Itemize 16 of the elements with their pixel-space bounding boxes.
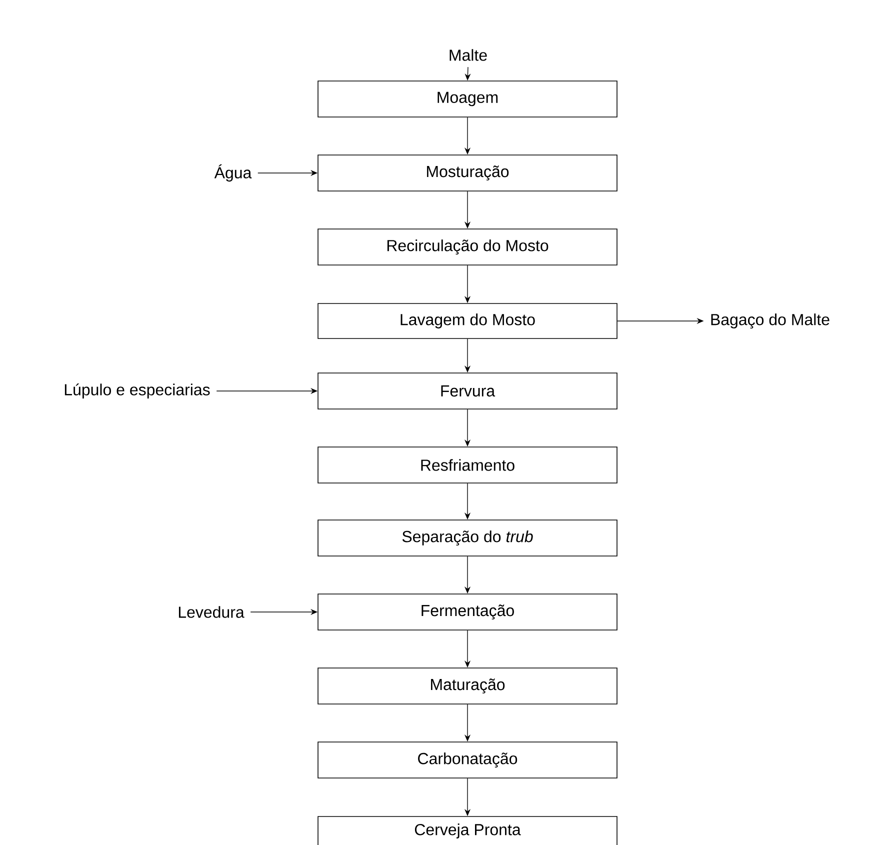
process-box: Cerveja Pronta (318, 816, 618, 845)
process-box: Maturação (318, 668, 618, 704)
process-box: Moagem (318, 80, 618, 118)
input-label: Água (214, 164, 252, 182)
process-box: Resfriamento (318, 446, 618, 484)
process-box: Carbonatação (318, 742, 618, 778)
input-label: Lúpulo e especiarias (64, 383, 210, 399)
process-box: Mosturação (318, 154, 618, 192)
input-label: Levedura (178, 606, 244, 618)
process-box: Fermentação (318, 594, 618, 630)
process-box: Separação do trub (318, 520, 618, 556)
process-box: Recirculação do Mosto (318, 228, 618, 266)
input-label: Malte (450, 49, 487, 61)
process-box: Lavagem do Mosto (318, 303, 618, 339)
output-label: Bagaço do Malte (711, 314, 830, 328)
process-box: Fervura (318, 372, 618, 410)
